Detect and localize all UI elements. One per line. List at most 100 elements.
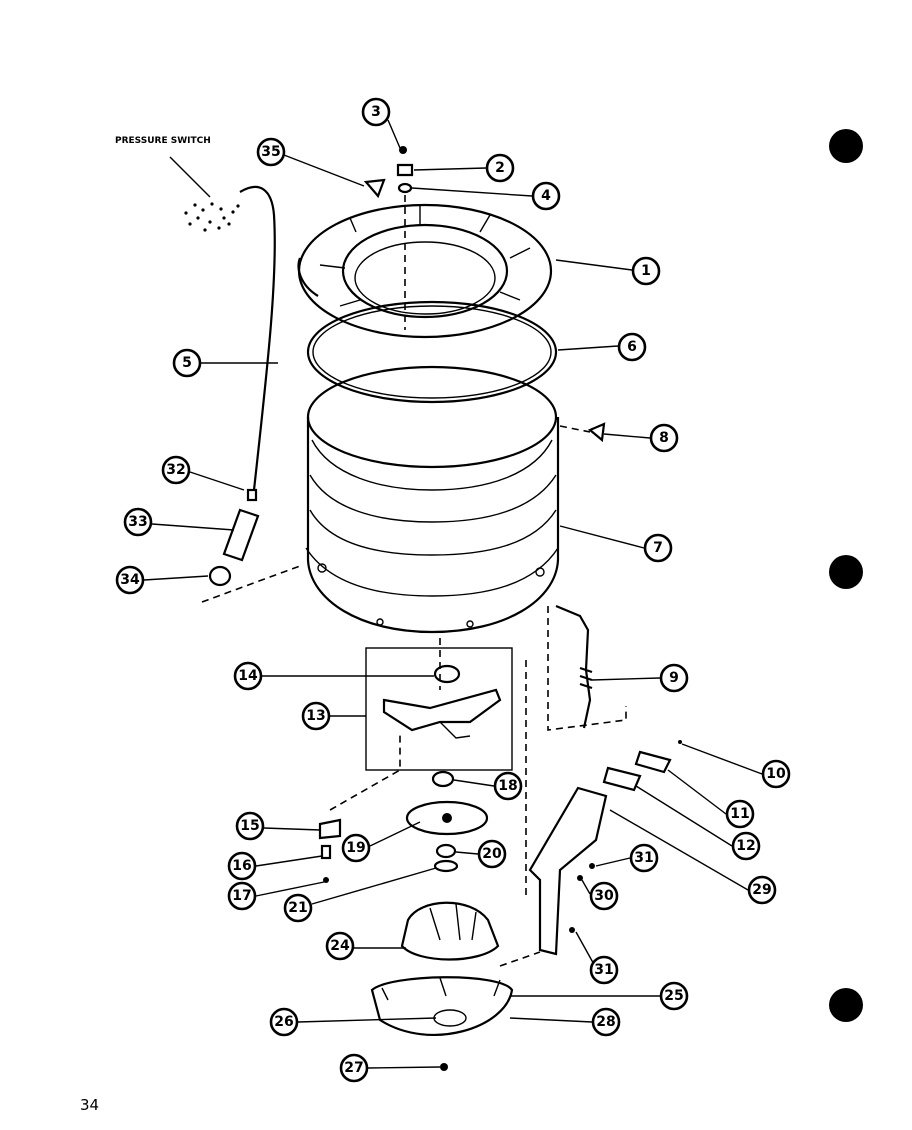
callout-3: 3 (361, 97, 391, 127)
svg-text:24: 24 (330, 938, 350, 954)
svg-text:18: 18 (498, 778, 517, 794)
svg-text:33: 33 (128, 514, 147, 530)
binder-hole-bottom (829, 988, 863, 1022)
callout-25: 25 (659, 981, 689, 1011)
svg-text:8: 8 (659, 430, 669, 446)
page-number: 34 (80, 1096, 100, 1114)
seal-18 (431, 770, 455, 788)
callout-7: 7 (643, 533, 673, 563)
pressure-switch-label: PRESSURE SWITCH (115, 136, 211, 146)
callout-26: 26 (269, 1007, 299, 1037)
svg-text:20: 20 (482, 846, 502, 862)
callout-18: 18 (493, 771, 523, 801)
svg-text:25: 25 (664, 988, 683, 1004)
callout-15: 15 (235, 811, 265, 841)
svg-text:34: 34 (120, 572, 140, 588)
binder-hole-middle (829, 555, 863, 589)
svg-text:27: 27 (344, 1060, 363, 1076)
leg-29 (528, 786, 608, 956)
callout-6: 6 (617, 332, 647, 362)
callout-2: 2 (485, 153, 515, 183)
washer-21 (433, 859, 459, 873)
callout-5: 5 (172, 348, 202, 378)
svg-text:31: 31 (634, 850, 653, 866)
screw-17 (323, 877, 329, 883)
svg-text:29: 29 (752, 882, 771, 898)
svg-text:5: 5 (182, 355, 192, 371)
air-dome (222, 508, 260, 562)
svg-text:10: 10 (766, 766, 786, 782)
screw-10 (678, 740, 682, 744)
washer-20 (435, 843, 457, 859)
screw-30 (577, 875, 583, 881)
callout-9: 9 (659, 663, 689, 693)
svg-text:19: 19 (346, 840, 365, 856)
svg-text:21: 21 (288, 900, 307, 916)
tub-top-edge (306, 365, 558, 469)
callout-11: 11 (725, 799, 755, 829)
hose-fitting (246, 488, 258, 502)
callout-29: 29 (747, 875, 777, 905)
svg-text:2: 2 (495, 160, 505, 176)
svg-text:26: 26 (274, 1014, 293, 1030)
callout-21: 21 (283, 893, 313, 923)
drive-bracket (382, 688, 502, 732)
tub-body (306, 417, 560, 634)
callout-8: 8 (649, 423, 679, 453)
binder-hole-top (829, 129, 863, 163)
svg-text:3: 3 (371, 104, 381, 120)
dome-nut (208, 565, 232, 587)
callout-33: 33 (123, 507, 153, 537)
part-14 (433, 664, 461, 684)
callout-31-upper: 31 (629, 843, 659, 873)
pressure-hose (239, 185, 276, 491)
spacer-16 (320, 844, 332, 860)
svg-text:35: 35 (261, 144, 280, 160)
bracket-11 (634, 750, 672, 774)
tub-gasket (306, 300, 558, 404)
callout-14: 14 (233, 661, 263, 691)
svg-text:28: 28 (596, 1014, 615, 1030)
svg-text:11: 11 (730, 806, 749, 822)
svg-text:17: 17 (232, 888, 251, 904)
svg-text:4: 4 (541, 188, 551, 204)
callout-10: 10 (761, 759, 791, 789)
callout-34: 34 (115, 565, 145, 595)
svg-text:13: 13 (306, 708, 325, 724)
washer-4 (397, 182, 413, 194)
svg-text:12: 12 (736, 838, 755, 854)
callout-17: 17 (227, 881, 257, 911)
callout-27: 27 (339, 1053, 369, 1083)
callout-13: 13 (301, 701, 331, 731)
callout-1: 1 (631, 256, 661, 286)
callout-19: 19 (341, 833, 371, 863)
bracket-2 (396, 163, 414, 177)
screw-31b (569, 927, 575, 933)
base-25 (370, 976, 514, 1036)
callout-30: 30 (589, 881, 619, 911)
pulley-19 (405, 800, 489, 836)
svg-text:15: 15 (240, 818, 259, 834)
part-8 (587, 422, 606, 443)
callout-16: 16 (227, 851, 257, 881)
screw-27 (440, 1063, 448, 1071)
parts-group-box (365, 647, 513, 771)
callout-20: 20 (477, 839, 507, 869)
svg-text:32: 32 (166, 462, 185, 478)
svg-text:1: 1 (641, 263, 651, 279)
svg-text:6: 6 (627, 339, 637, 355)
bracket-12 (602, 766, 642, 792)
callout-35: 35 (256, 137, 286, 167)
svg-text:31: 31 (594, 962, 613, 978)
callout-4: 4 (531, 181, 561, 211)
motor-24 (400, 901, 500, 961)
pressure-switch-dots (184, 202, 240, 232)
callout-32: 32 (161, 455, 191, 485)
clip-15 (318, 818, 342, 840)
callout-24: 24 (325, 931, 355, 961)
screw-31a (589, 863, 595, 869)
svg-text:7: 7 (653, 540, 663, 556)
svg-text:14: 14 (238, 668, 258, 684)
callout-31-lower: 31 (589, 955, 619, 985)
